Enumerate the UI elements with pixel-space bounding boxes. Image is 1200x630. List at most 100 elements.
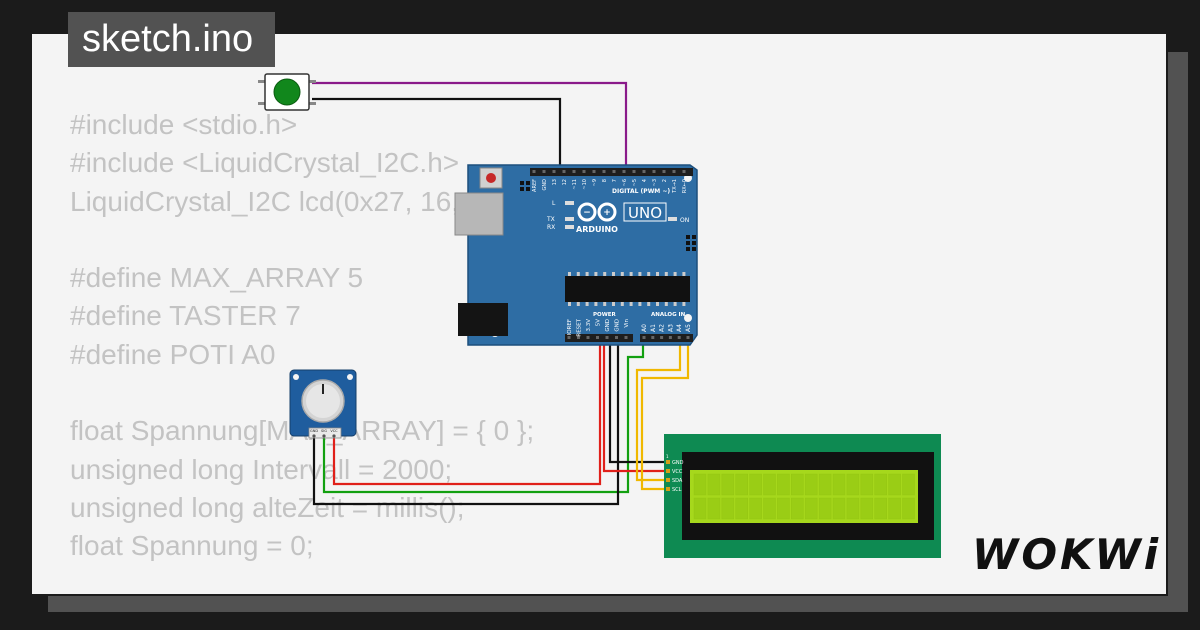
digital-pin[interactable] <box>592 170 596 173</box>
lcd-pin[interactable] <box>666 469 670 473</box>
analog-label: ANALOG IN <box>651 312 686 318</box>
pot-knob[interactable] <box>306 384 340 418</box>
power-pin[interactable] <box>624 336 628 339</box>
digital-pin-label: ~10 <box>582 179 588 190</box>
reset-button[interactable] <box>486 173 496 183</box>
analog-header[interactable] <box>640 334 693 342</box>
digital-pin[interactable] <box>582 170 586 173</box>
digital-pin[interactable] <box>552 170 556 173</box>
digital-pin-label: 4 <box>642 179 648 182</box>
digital-header-label: DIGITAL (PWM ~) <box>612 188 670 195</box>
lcd-pin[interactable] <box>666 487 670 491</box>
digital-pin[interactable] <box>562 170 566 173</box>
power-pin-label: GND <box>605 319 611 332</box>
model-label: UNO <box>628 204 662 222</box>
digital-pin[interactable] <box>532 170 536 173</box>
code-line: #include <stdio.h> <box>70 109 298 140</box>
wire-lcd-gnd[interactable] <box>608 338 667 464</box>
analog-pin[interactable] <box>668 336 672 339</box>
wire-button-d7[interactable] <box>312 81 628 178</box>
wire-button-gnd[interactable] <box>312 97 562 178</box>
pot-pin[interactable] <box>312 434 316 438</box>
analog-pin[interactable] <box>686 336 690 339</box>
arduino-logo-icon <box>577 202 617 222</box>
wires <box>312 81 690 506</box>
analog-pin[interactable] <box>660 336 664 339</box>
led-tx-label: TX <box>546 216 555 223</box>
digital-pin[interactable] <box>572 170 576 173</box>
digital-pin-label: RX←0 <box>682 179 688 193</box>
power-jack <box>458 303 508 336</box>
digital-pin-label: 2 <box>662 179 668 182</box>
wire-pot-gnd[interactable] <box>312 338 620 506</box>
power-pin-label: GND <box>615 319 621 332</box>
maker-label: ARDUINO <box>576 225 618 234</box>
analog-pin[interactable] <box>642 336 646 339</box>
button-cap[interactable] <box>273 78 301 106</box>
led-l-label: L <box>552 200 556 207</box>
wire-lcd-scl[interactable] <box>640 338 690 491</box>
digital-pin[interactable] <box>652 170 656 173</box>
digital-pin-label: ~6 <box>622 179 628 186</box>
analog-pin[interactable] <box>677 336 681 339</box>
lcd-pin-index: 1 <box>666 454 669 459</box>
lcd-pin-label: SDA <box>672 478 683 484</box>
code-line: #include <LiquidCrystal_I2C.h> <box>70 147 460 179</box>
power-pin-label: RESET <box>577 318 583 336</box>
code-line: #define MAX_ARRAY 5 <box>70 262 364 294</box>
code-line: unsigned long alteZeit = millis(); <box>70 491 465 523</box>
wire-lcd-sda[interactable] <box>635 338 682 482</box>
digital-pin[interactable] <box>602 170 606 173</box>
lcd-pin-label: GND <box>672 460 684 466</box>
digital-pin[interactable] <box>612 170 616 173</box>
digital-header[interactable] <box>530 168 693 176</box>
analog-pin-label: A2 <box>659 324 666 332</box>
digital-pin-label: 12 <box>562 179 568 185</box>
analog-pin-label: A3 <box>667 324 674 332</box>
digital-pin[interactable] <box>642 170 646 173</box>
analog-pin[interactable] <box>651 336 655 339</box>
power-pin[interactable] <box>605 336 609 339</box>
code-line: #define POTI A0 <box>70 338 276 370</box>
digital-pin[interactable] <box>622 170 626 173</box>
digital-pin-label: ~3 <box>652 179 658 186</box>
digital-pin[interactable] <box>542 170 546 173</box>
power-pin-label: Vin <box>624 318 630 327</box>
power-pin[interactable] <box>567 336 571 339</box>
wire-pot-vcc[interactable] <box>332 338 602 486</box>
power-pin[interactable] <box>615 336 618 339</box>
digital-pin[interactable] <box>632 170 636 173</box>
power-pin[interactable] <box>586 336 590 339</box>
digital-pin-label: GND <box>542 179 548 191</box>
wire-pot-sig[interactable] <box>322 338 645 494</box>
digital-pin-label: ~9 <box>592 179 598 186</box>
power-pin[interactable] <box>577 336 580 339</box>
lcd-pin[interactable] <box>666 460 670 464</box>
power-pin[interactable] <box>596 336 599 339</box>
push-button[interactable] <box>258 73 316 111</box>
digital-pin-label: AREF <box>532 179 538 192</box>
pot-pin[interactable] <box>332 434 336 438</box>
wire-lcd-vcc[interactable] <box>602 338 667 473</box>
pot-pin-label: GND <box>310 429 318 433</box>
digital-pin[interactable] <box>662 170 666 173</box>
power-pin-label: IOREF <box>567 319 573 335</box>
wokwi-logo: WOKWi <box>972 530 1162 579</box>
file-title-tab[interactable]: sketch.ino <box>68 12 276 67</box>
led-on-label: ON <box>680 217 689 224</box>
digital-pin[interactable] <box>672 170 676 173</box>
usb-port <box>454 192 504 236</box>
code-line: float Spannung[MAX_ARRAY] = { 0 }; <box>70 415 535 447</box>
pot-pin-label: VCC <box>330 429 338 433</box>
lcd-pin[interactable] <box>666 478 670 482</box>
power-label: POWER <box>593 312 617 318</box>
digital-pin-label: 8 <box>602 179 608 182</box>
digital-pin[interactable] <box>682 170 686 173</box>
pot-pin[interactable] <box>322 434 326 438</box>
svg-text:−: − <box>583 208 591 218</box>
digital-pin-label: 7 <box>612 179 618 182</box>
